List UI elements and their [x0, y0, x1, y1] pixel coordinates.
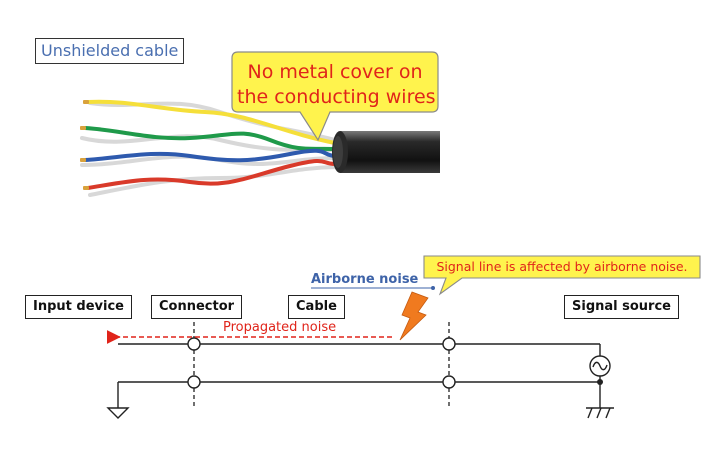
signal-source-label: Signal source — [564, 295, 679, 319]
input-device-label: Input device — [25, 295, 132, 319]
airborne-pointer — [311, 286, 435, 290]
ground-icon — [106, 407, 130, 419]
frame-ground-icon — [586, 407, 614, 419]
cable-callout-bubble — [231, 51, 439, 142]
propagated-noise-label: Propagated noise — [223, 320, 337, 335]
airborne-noise-label: Airborne noise — [311, 272, 419, 287]
connector-dashes — [193, 322, 450, 408]
ac-source-icon — [589, 355, 611, 408]
cable-callout-line-2: the conducting wires — [237, 86, 436, 108]
signal-callout-bubble — [423, 255, 701, 296]
signal-callout-text: Signal line is affected by airborne nois… — [436, 259, 688, 274]
yellow-wire — [86, 99, 337, 145]
connector-label: Connector — [151, 295, 243, 319]
green-wire — [83, 126, 337, 151]
blue-wire — [83, 148, 337, 163]
lightning-icon — [399, 291, 429, 341]
cable-title: Unshielded cable — [35, 38, 185, 64]
cable-label: Cable — [288, 295, 345, 319]
cable-callout-text: No metal cover on the conducting wires — [237, 60, 436, 110]
connector-terminals — [187, 337, 456, 389]
copper-tips — [80, 100, 89, 190]
cable-illustration — [80, 99, 440, 197]
circuit — [117, 343, 601, 408]
cable-callout-line-1: No metal cover on — [247, 61, 423, 83]
red-wire — [86, 159, 337, 190]
cable-jacket — [332, 131, 440, 173]
